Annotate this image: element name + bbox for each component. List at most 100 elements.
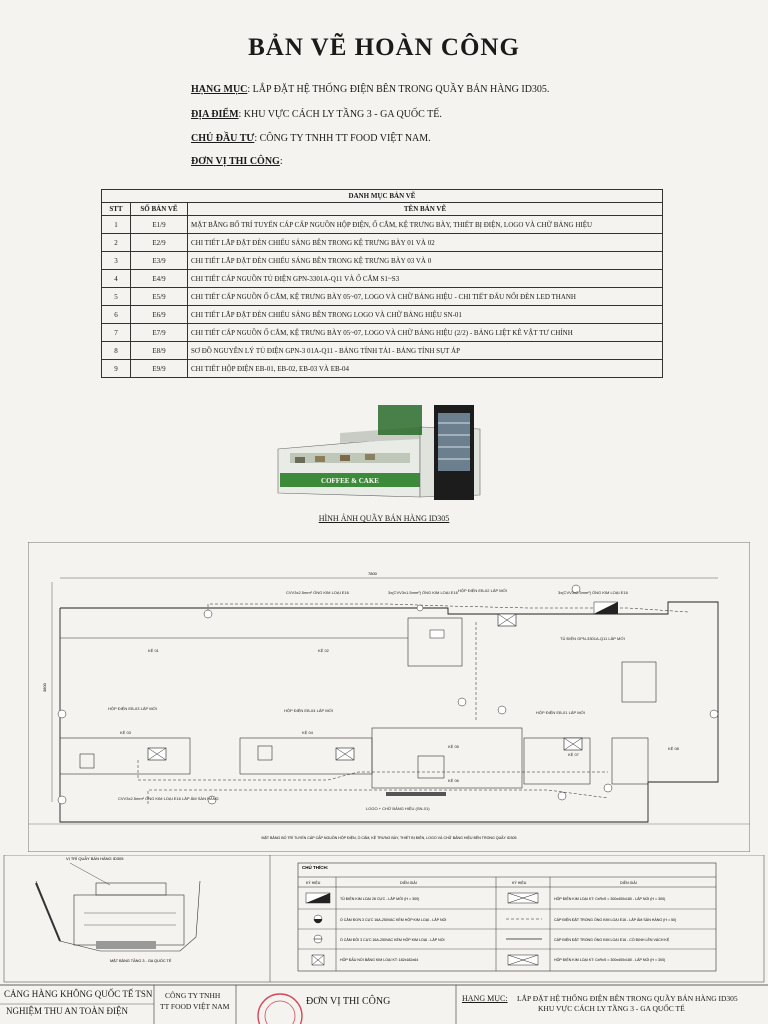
info-line-contractor: ĐƠN VỊ THI CÔNG: bbox=[191, 156, 283, 167]
row-drawing-name: CHI TIẾT CẤP NGUỒN Ổ CẮM, KỆ TRƯNG BÀY 0… bbox=[187, 323, 663, 342]
title-block: CẢNG HÀNG KHÔNG QUỐC TẾ TSN NGHIỆM THU A… bbox=[0, 984, 768, 1024]
info-line-location: ĐỊA ĐIỂM: KHU VỰC CÁCH LY TẦNG 3 - GA QU… bbox=[191, 109, 442, 120]
col-stt: STT bbox=[101, 202, 131, 216]
label-eb-04: HỘP ĐIỆN EB-04 LẮP MỚI bbox=[284, 708, 333, 713]
info-line-investor: CHỦ ĐẦU TƯ: CÔNG TY TNHH TT FOOD VIỆT NA… bbox=[191, 133, 431, 144]
label-eb-02: HỘP ĐIỆN EB-02 LẮP MỚI bbox=[458, 588, 507, 593]
kiosk-caption: HÌNH ẢNH QUẦY BÁN HÀNG ID305 bbox=[318, 514, 450, 523]
row-stt: 7 bbox=[101, 323, 131, 342]
info-key: CHỦ ĐẦU TƯ bbox=[191, 133, 255, 144]
row-stt: 9 bbox=[101, 359, 131, 378]
item-key: HẠNG MỤC: bbox=[462, 994, 508, 1003]
label-eb-03: HỘP ĐIỆN EB-03 LẮP MỚI bbox=[108, 706, 157, 711]
row-drawing-no: E3/9 bbox=[130, 251, 188, 270]
label-cable-2: 3x(CVV3x1.5mm²) ỐNG KIM LOẠI E16 bbox=[388, 590, 459, 595]
label-eb-01: HỘP ĐIỆN EB-01 LẮP MỚI bbox=[536, 710, 585, 715]
row-drawing-name: CHI TIẾT CẤP NGUỒN TỦ ĐIỆN GPN-3301A-Q11… bbox=[187, 269, 663, 288]
legend-heading: CHÚ THÍCH: bbox=[302, 863, 329, 870]
owner-line-2: TT FOOD VIỆT NAM bbox=[160, 1002, 230, 1011]
row-drawing-name: MẶT BẰNG BỐ TRÍ TUYẾN CÁP CẤP NGUỒN HỘP … bbox=[187, 215, 663, 234]
legend-left-4: HỘP ĐẤU NỐI BẰNG KIM LOẠI KT: 182x182x64 bbox=[340, 957, 418, 962]
row-drawing-no: E5/9 bbox=[130, 287, 188, 306]
label-ke-05: KỆ 05 bbox=[448, 744, 460, 749]
info-value: : LẮP ĐẶT HỆ THỐNG ĐIỆN BÊN TRONG QUẦY B… bbox=[247, 84, 550, 95]
legend-col-desc-left: DIỄN GIẢI bbox=[400, 880, 417, 885]
keyplan-title: VỊ TRÍ QUẦY BÁN HÀNG ID305 bbox=[66, 856, 124, 861]
info-value: : KHU VỰC CÁCH LY TẦNG 3 - GA QUỐC TẾ. bbox=[238, 109, 442, 120]
label-cable-1: CVV3x2.5mm² ỐNG KIM LOẠI E16 bbox=[286, 590, 350, 595]
row-stt: 4 bbox=[101, 269, 131, 288]
row-drawing-name: SƠ ĐỒ NGUYÊN LÝ TỦ ĐIỆN GPN-3 01A-Q11 - … bbox=[187, 341, 663, 360]
kiosk-sign: COFFEE & CAKE bbox=[321, 477, 379, 485]
info-value: : bbox=[279, 156, 283, 167]
label-logo: LOGO + CHỮ BẢNG HIỆU (SN-01) bbox=[366, 806, 430, 811]
legend-col-desc-right: DIỄN GIẢI bbox=[620, 880, 637, 885]
plan-caption: MẶT BẰNG BỐ TRÍ TUYẾN CÁP CẤP NGUỒN HỘP … bbox=[262, 835, 517, 840]
col-drawing-no: SỐ BẢN VẼ bbox=[130, 202, 188, 216]
row-drawing-no: E1/9 bbox=[130, 215, 188, 234]
owner-line-1: CÔNG TY TNHH bbox=[165, 991, 221, 1000]
legend-left-1: TỦ ĐIỆN KIM LOẠI 26 CỰC - LẮP MỚI (H = 3… bbox=[340, 896, 419, 901]
info-value: : CÔNG TY TNHH TT FOOD VIỆT NAM. bbox=[254, 133, 431, 144]
row-drawing-no: E8/9 bbox=[130, 341, 188, 360]
label-ke-06: KỆ 06 bbox=[448, 778, 460, 783]
label-ke-02: KỆ 02 bbox=[318, 648, 330, 653]
row-drawing-no: E4/9 bbox=[130, 269, 188, 288]
row-stt: 3 bbox=[101, 251, 131, 270]
company-stamp bbox=[257, 993, 303, 1024]
info-line-item: HẠNG MỤC: LẮP ĐẶT HỆ THỐNG ĐIỆN BÊN TRON… bbox=[191, 84, 549, 95]
document-title: BẢN VẼ HOÀN CÔNG bbox=[248, 34, 520, 61]
electrical-floor-plan: 7800 3800 bbox=[28, 542, 750, 852]
keyplan-caption: MẶT BẰNG TẦNG 3 - GA QUỐC TẾ bbox=[110, 958, 172, 963]
label-cable-3: 3x(CVV3x2.5mm²) ỐNG KIM LOẠI E16 bbox=[558, 590, 629, 595]
label-cable-4: CVV3x2.5mm² ỐNG KIM LOẠI E16 LẮP ÂM SÀN … bbox=[118, 796, 219, 801]
row-stt: 1 bbox=[101, 215, 131, 234]
dim-height: 3800 bbox=[42, 682, 47, 692]
legend-right-3: CÁP ĐIỆN ĐẶT TRONG ỐNG KIM LOẠI E16 - CỐ… bbox=[554, 937, 670, 942]
label-ke-04: KỆ 04 bbox=[302, 730, 314, 735]
legend-col-symbol-right: KÝ HIỆU bbox=[512, 880, 527, 885]
legend-right-2: CÁP ĐIỆN ĐẶT TRONG ỐNG KIM LOẠI E16 - LẮ… bbox=[554, 917, 676, 922]
legend-col-symbol-left: KÝ HIỆU bbox=[306, 880, 321, 885]
row-drawing-name: CHI TIẾT LẮP ĐẶT ĐÈN CHIẾU SÁNG BÊN TRON… bbox=[187, 305, 663, 324]
legend-left-3: Ổ CẮM ĐÔI 3 CỰC 16A-250VAC KÈM HỘP KIM L… bbox=[340, 937, 445, 942]
label-ke-08: KỆ 08 bbox=[668, 746, 680, 751]
row-drawing-name: CHI TIẾT CẤP NGUỒN Ổ CẮM, KỆ TRƯNG BÀY 0… bbox=[187, 287, 663, 306]
row-drawing-name: CHI TIẾT LẮP ĐẶT ĐÈN CHIẾU SÁNG BÊN TRON… bbox=[187, 233, 663, 252]
legend-left-2: Ổ CẮM ĐƠN 3 CỰC 16A-250VAC KÈM HỘP KIM L… bbox=[340, 917, 446, 922]
info-key: ĐƠN VỊ THI CÔNG bbox=[191, 156, 280, 167]
row-stt: 2 bbox=[101, 233, 131, 252]
legend-right-4: HỘP ĐIỆN KIM LOẠI KT: CxRxS = 300x400x18… bbox=[554, 957, 665, 962]
col-drawing-name: TÊN BẢN VẼ bbox=[187, 202, 663, 216]
row-stt: 6 bbox=[101, 305, 131, 324]
acceptance-label: NGHIỆM THU AN TOÀN ĐIỆN bbox=[6, 1006, 128, 1016]
legend-right-1: HỘP ĐIỆN KIM LOẠI KT: CxRxS = 300x400x18… bbox=[554, 896, 665, 901]
row-stt: 8 bbox=[101, 341, 131, 360]
row-drawing-name: CHI TIẾT LẮP ĐẶT ĐÈN CHIẾU SÁNG BÊN TRON… bbox=[187, 251, 663, 270]
drawing-index-heading: DANH MỤC BẢN VẼ bbox=[101, 189, 663, 203]
row-drawing-no: E9/9 bbox=[130, 359, 188, 378]
airport-name: CẢNG HÀNG KHÔNG QUỐC TẾ TSN bbox=[4, 989, 153, 999]
drawing-index-table: DANH MỤC BẢN VẼ STT SỐ BẢN VẼ TÊN BẢN VẼ… bbox=[101, 189, 663, 378]
row-drawing-no: E6/9 bbox=[130, 305, 188, 324]
title-block-frame bbox=[0, 984, 768, 1024]
label-ke-03: KỆ 03 bbox=[120, 730, 132, 735]
item-line-2: KHU VỰC CÁCH LY TẦNG 3 - GA QUỐC TẾ bbox=[538, 1004, 685, 1013]
label-ke-01: KỆ 01 bbox=[148, 648, 160, 653]
row-stt: 5 bbox=[101, 287, 131, 306]
row-drawing-no: E7/9 bbox=[130, 323, 188, 342]
info-key: ĐỊA ĐIỂM bbox=[191, 109, 239, 120]
info-key: HẠNG MỤC bbox=[191, 84, 248, 95]
item-line-1: LẮP ĐẶT HỆ THỐNG ĐIỆN BÊN TRONG QUẦY BÁN… bbox=[517, 994, 738, 1003]
label-panel: TỦ ĐIỆN GPN-3301A-Q11 LẮP MỚI bbox=[560, 636, 625, 641]
legend-section: VỊ TRÍ QUẦY BÁN HÀNG ID305 MẶT BẰNG TẦNG… bbox=[3, 855, 765, 983]
